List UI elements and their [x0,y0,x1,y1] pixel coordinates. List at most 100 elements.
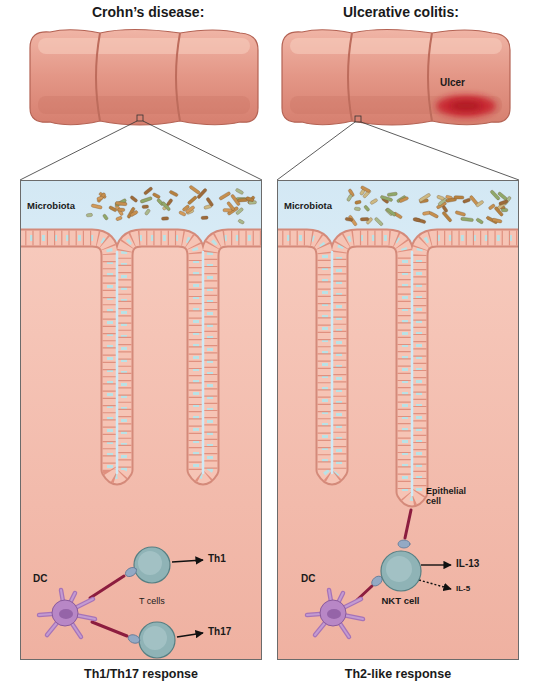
nkt-cell-shape [386,556,412,582]
region-label: Microbiota [284,201,332,212]
microbiota [179,211,187,217]
nkt-cell-shape [381,551,421,591]
microbiota [442,211,453,222]
cell-label: T cells [139,596,165,606]
crypt-epithelium [277,180,519,498]
microbiota [115,198,127,206]
microbiota [413,217,421,221]
crypt-epithelium [411,252,414,495]
microbiota [130,210,139,217]
microbiota [197,188,208,199]
microbiota [374,217,383,226]
microbiota [246,196,255,202]
ulcer [450,101,482,111]
microbiota [152,192,161,199]
tissue-panel [277,180,519,660]
receptor-contact [127,633,141,645]
microbiota [116,216,123,221]
microbiota [476,218,484,225]
dendritic-cell: DC [31,573,103,643]
crypt-epithelium [331,252,334,473]
microbiota [142,205,149,209]
crypt-epithelium [277,238,519,498]
crypt-epithelium [20,238,262,476]
microbiota [363,205,370,212]
dendritic-cell-shape [59,609,73,619]
microbiota [418,193,430,202]
microbiota [346,194,353,202]
region-label: Microbiota [27,201,75,212]
microbiota [455,211,466,217]
microbiota [235,188,244,195]
microbiota [494,206,504,217]
receptor-contact [405,510,411,538]
microbiota [454,196,464,200]
disease-title: Ulcerative colitis: [343,4,459,20]
dendritic-cell-shape [327,609,341,619]
panel-heading: Th2-like response [278,667,518,681]
ulcer [436,95,496,117]
microbiota [387,192,397,197]
microbiota [437,195,445,200]
zoom-lines [143,121,262,180]
microbiota [86,185,256,225]
microbiota [498,199,508,205]
t-cell [143,626,167,650]
microbiota [345,185,512,226]
microbiota [161,217,168,220]
microbiota [370,198,378,205]
crypt-epithelium [20,238,262,476]
microbiota [97,196,104,201]
microbiota [399,196,409,203]
microbiota [97,192,106,203]
microbiota [355,200,362,204]
microbiota [442,205,449,213]
microbiota [429,211,439,218]
microbiota [501,208,508,211]
crypt-epithelium [20,180,262,476]
t-cell [134,547,175,658]
microbiota [223,209,232,213]
receptor-contact [90,576,124,598]
cell-label: DC [33,573,47,585]
zoom-lines [137,115,143,121]
zoom-lines [20,121,137,180]
crypt-epithelium [277,180,519,498]
cell-label: Epithelial cell [426,486,480,507]
cytokine-label: Th17 [208,626,231,638]
microbiota [102,214,108,221]
tissue-panel [20,180,262,660]
microbiota [144,209,150,216]
cytokine-arrows [172,560,203,562]
receptor-contact [124,566,138,579]
colon [282,30,510,126]
zoom-lines [277,122,355,180]
crypt-epithelium [116,252,119,473]
crypt-epithelium [277,238,519,498]
microbiota [143,187,153,196]
tissue-panel: MicrobiotaTh1/Th17 responseDC [20,180,262,660]
panel-heading: Th1/Th17 response [21,667,261,681]
microbiota [360,185,370,193]
colon-illustration [30,30,510,126]
receptor-contact [92,622,127,636]
microbiota [206,197,214,207]
cytokine-label: IL-13 [456,558,479,570]
microbiota [461,217,474,222]
microbiota [166,198,173,206]
cytokine-label: IL-5 [456,584,470,593]
zoom-lines [355,116,361,122]
dendritic-cell-shape [320,600,346,626]
microbiota [219,191,231,200]
microbiota [354,207,360,211]
cytokine-label: Th1 [208,553,226,565]
colon [30,30,258,126]
dendritic-cell-shape [52,600,78,626]
nkt-cell: NKT cell [373,549,429,621]
microbiota [475,200,484,207]
dendritic-cell: DC [299,573,371,643]
microbiota [91,204,102,210]
crypt-epithelium [20,180,262,476]
microbiota [130,195,138,202]
crypt-epithelium [20,238,262,476]
